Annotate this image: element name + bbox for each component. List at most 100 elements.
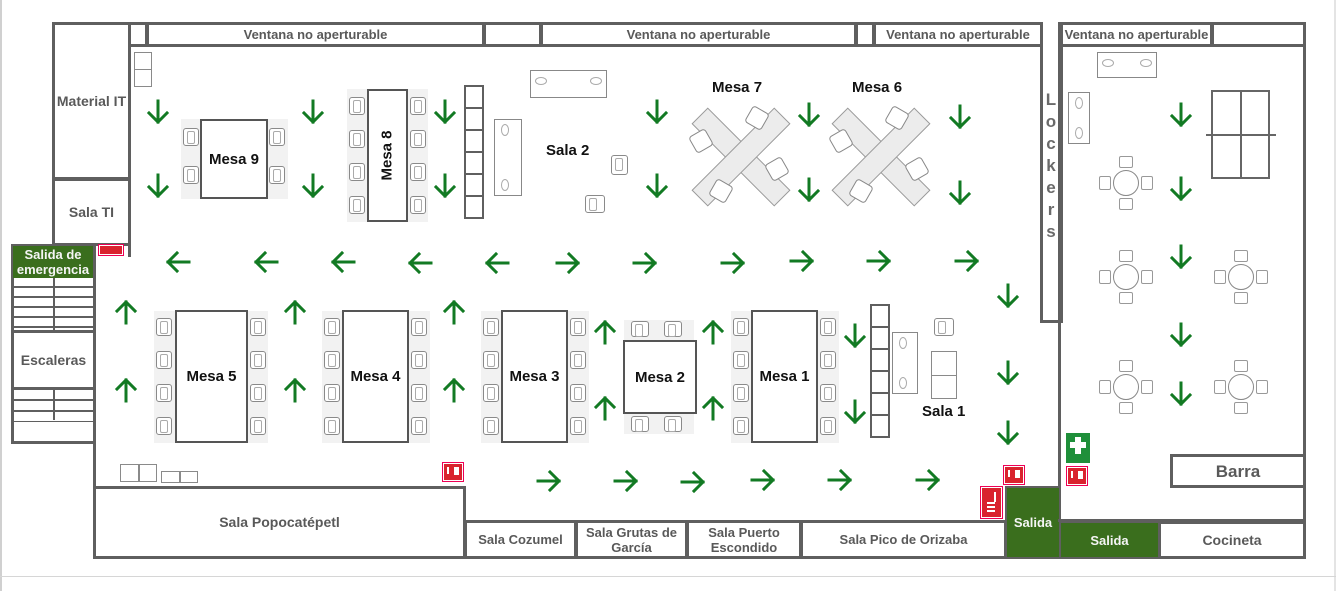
page-border-left bbox=[0, 0, 2, 591]
room-cocineta: Cocineta bbox=[1158, 521, 1306, 559]
kitchen-exit: Salida bbox=[1059, 521, 1160, 559]
table-mesa-1: Mesa 1 bbox=[751, 310, 818, 443]
window-spacer bbox=[1211, 22, 1306, 47]
arrow-right-icon bbox=[611, 466, 641, 496]
chair-icon bbox=[631, 416, 649, 432]
arrow-down-icon bbox=[430, 171, 460, 201]
chair-icon bbox=[664, 416, 682, 432]
chair-icon bbox=[324, 384, 340, 402]
arrow-left-icon bbox=[163, 247, 193, 277]
lockers-letter: k bbox=[1046, 156, 1056, 175]
coffee-table bbox=[931, 351, 957, 399]
chair-icon bbox=[250, 417, 266, 435]
table-mesa-6 bbox=[829, 106, 931, 207]
arrow-up-icon bbox=[439, 297, 469, 327]
arrow-up-icon bbox=[590, 317, 620, 347]
page-border-right bbox=[1334, 0, 1336, 591]
arrow-right-icon bbox=[630, 248, 660, 278]
chair-icon bbox=[324, 318, 340, 336]
arrow-down-icon bbox=[993, 281, 1023, 311]
window-spacer bbox=[483, 22, 542, 47]
cabinet bbox=[134, 52, 152, 87]
chair-icon bbox=[664, 321, 682, 337]
lockers-letter: s bbox=[1046, 222, 1056, 241]
chair-icon bbox=[269, 128, 285, 146]
chair-icon bbox=[349, 163, 365, 181]
arrow-up-icon bbox=[280, 297, 310, 327]
chair-icon bbox=[349, 130, 365, 148]
round-table-icon bbox=[1099, 360, 1153, 414]
chair-icon bbox=[570, 318, 586, 336]
chair-icon bbox=[410, 130, 426, 148]
fire-extinguisher-icon bbox=[443, 463, 463, 481]
arrow-left-icon bbox=[482, 248, 512, 278]
arrow-left-icon bbox=[405, 248, 435, 278]
bookshelf bbox=[464, 85, 484, 219]
table-mesa-7-label: Mesa 7 bbox=[712, 79, 763, 96]
bookshelf bbox=[870, 304, 890, 438]
chair-icon bbox=[156, 384, 172, 402]
table-mesa-6-label: Mesa 6 bbox=[852, 79, 903, 96]
lockers-label: L o c k e r s bbox=[1041, 89, 1061, 243]
arrow-up-icon bbox=[698, 393, 728, 423]
chair-icon bbox=[631, 321, 649, 337]
arrow-down-icon bbox=[430, 97, 460, 127]
chair-icon bbox=[410, 97, 426, 115]
round-table-icon bbox=[1099, 156, 1153, 210]
arrow-right-icon bbox=[864, 246, 894, 276]
chair-icon bbox=[733, 384, 749, 402]
main-exit: Salida bbox=[1005, 486, 1061, 559]
wall bbox=[1303, 22, 1306, 559]
arrow-down-icon bbox=[993, 418, 1023, 448]
emergency-exit: Salida de emergencia bbox=[11, 244, 95, 280]
chair-icon bbox=[156, 351, 172, 369]
dining-table-divider bbox=[1206, 134, 1276, 136]
arrow-right-icon bbox=[718, 248, 748, 278]
wall bbox=[1058, 22, 1061, 559]
table-mesa-9: Mesa 9 bbox=[200, 119, 268, 199]
chair-icon bbox=[483, 384, 499, 402]
armchair-icon bbox=[585, 195, 605, 213]
lockers-letter: o bbox=[1045, 112, 1057, 131]
window-label-4: Ventana no aperturable bbox=[1060, 22, 1213, 47]
window-spacer bbox=[128, 22, 148, 47]
chair-icon bbox=[250, 318, 266, 336]
arrow-right-icon bbox=[534, 466, 564, 496]
chair-icon bbox=[733, 318, 749, 336]
window-label-1: Ventana no aperturable bbox=[146, 22, 485, 47]
chair-icon bbox=[156, 318, 172, 336]
lounge-sala-1: Sala 1 bbox=[922, 403, 966, 420]
arrow-down-icon bbox=[840, 397, 870, 427]
arrow-down-icon bbox=[298, 97, 328, 127]
chair-icon bbox=[570, 351, 586, 369]
round-table-icon bbox=[1214, 250, 1268, 304]
arrow-down-icon bbox=[1166, 174, 1196, 204]
arrow-right-icon bbox=[678, 467, 708, 497]
cabinet bbox=[161, 471, 198, 483]
chair-icon bbox=[483, 351, 499, 369]
round-table-icon bbox=[1214, 360, 1268, 414]
cabinet bbox=[120, 464, 157, 482]
table-mesa-4: Mesa 4 bbox=[342, 310, 409, 443]
arrow-down-icon bbox=[1166, 100, 1196, 130]
chair-icon bbox=[820, 318, 836, 336]
arrow-up-icon bbox=[111, 297, 141, 327]
lockers-letter: c bbox=[1046, 134, 1056, 153]
arrow-down-icon bbox=[993, 358, 1023, 388]
arrow-down-icon bbox=[794, 175, 824, 205]
room-sala-popocatepetl: Sala Popocatépetl bbox=[93, 486, 466, 559]
room-escaleras: Escaleras bbox=[11, 330, 96, 390]
room-sala-pico: Sala Pico de Orizaba bbox=[800, 520, 1007, 559]
arrow-up-icon bbox=[439, 375, 469, 405]
arrow-down-icon bbox=[840, 321, 870, 351]
chair-icon bbox=[250, 384, 266, 402]
table-mesa-7 bbox=[689, 106, 791, 207]
chair-icon bbox=[483, 417, 499, 435]
sofa-icon bbox=[1068, 92, 1090, 144]
arrow-right-icon bbox=[553, 248, 583, 278]
armchair-icon bbox=[934, 318, 954, 336]
arrow-down-icon bbox=[945, 102, 975, 132]
chair-icon bbox=[411, 318, 427, 336]
chair-icon bbox=[483, 318, 499, 336]
arrow-down-icon bbox=[1166, 320, 1196, 350]
